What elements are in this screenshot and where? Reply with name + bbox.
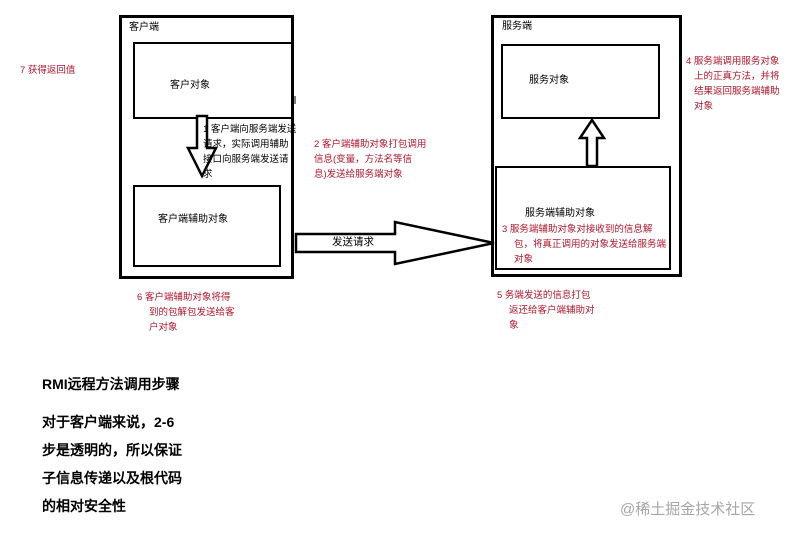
client-object-box [133,42,293,119]
watermark: @稀土掘金技术社区 [620,501,756,518]
client-title: 客户端 [129,22,159,33]
step-4-line: 4 服务端调用服务对象 [686,56,780,67]
step-3-line: 3 服务端辅助对象对接收到的信息解 [502,224,653,235]
step-6-note: 6 客户端辅助对象将得 到的包解包发送给客 户对象 [137,290,235,335]
client-helper-box [133,185,281,267]
step-7-note: 7 获得返回值 [20,65,76,76]
client-object-label: 客户对象 [170,80,210,91]
step-1-line: 求 [203,169,213,180]
summary-line: 步是透明的，所以保证 [42,442,182,458]
step-1-note: 1 客户端向服务端发送 请求，实际调用辅助 接口向服务端发送请 求 [203,122,296,182]
step-5-note: 5 务端发送的信息打包 返还给客户端辅助对 象 [497,288,595,333]
client-frame [119,15,294,279]
step-4-note: 4 服务端调用服务对象 上的正真方法，并将 结果返回服务端辅助 对象 [686,54,780,114]
step-4-line: 对象 [694,101,714,112]
summary-line: 对于客户端来说，2-6 [42,414,175,430]
step-2-line: 信息(变量，方法名等信 [314,154,413,165]
server-frame [491,15,682,277]
step-5-line: 返还给客户端辅助对 [509,305,595,316]
summary-line: 的相对安全性 [42,498,126,514]
step-5-line: 象 [509,320,519,331]
step-1-line: 请求，实际调用辅助 [203,139,289,150]
send-request-label: 发送请求 [332,236,374,248]
step-3-line: 对象 [514,254,534,265]
step-4-line: 上的正真方法，并将 [694,71,780,82]
step-5-line: 5 务端发送的信息打包 [497,290,591,301]
down-arrow [185,114,219,179]
up-arrow [577,117,607,168]
server-helper-box [495,166,671,270]
server-title: 服务端 [502,21,532,32]
summary-body: 对于客户端来说，2-6 步是透明的，所以保证 子信息传递以及根代码 的相对安全性 [42,408,182,520]
server-helper-label: 服务端辅助对象 [525,208,595,219]
step-2-line: 2 客户端辅助对象打包调用 [314,139,427,150]
step-2-note: 2 客户端辅助对象打包调用 信息(变量，方法名等信 息)发送给服务端对象 [314,137,426,182]
server-object-box [501,44,660,119]
server-object-label: 服务对象 [529,75,569,86]
step-6-line: 户对象 [149,322,178,333]
step-1-line: 1 客户端向服务端发送 [203,124,297,135]
step-6-line: 6 客户端辅助对象将得 [137,292,231,303]
summary-line: 子信息传递以及根代码 [42,470,182,486]
step-1-line: 接口向服务端发送请 [203,154,289,165]
client-helper-label: 客户端辅助对象 [158,214,228,225]
send-request-arrow [294,220,495,266]
step-3-note: 3 服务端辅助对象对接收到的信息解 包，将真正调用的对象发送给服务端 对象 [502,222,666,267]
step-6-line: 到的包解包发送给客 [149,307,235,318]
step-3-line: 包，将真正调用的对象发送给服务端 [514,239,667,250]
summary-title: RMI远程方法调用步骤 [42,376,180,392]
step-2-line: 息)发送给服务端对象 [314,169,403,180]
step-4-line: 结果返回服务端辅助 [694,86,780,97]
